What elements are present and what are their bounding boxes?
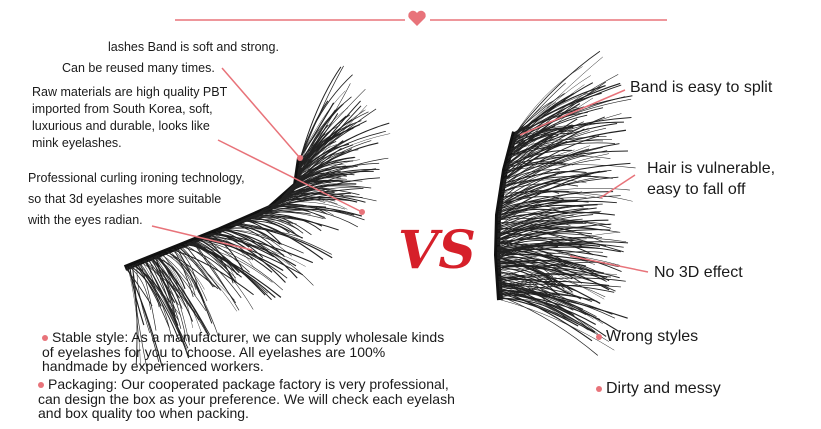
bullet-icon — [38, 382, 44, 389]
bullet-text: Stable style: As a manufacturer, we can … — [42, 329, 445, 374]
bullet-wrong-styles: Wrong styles — [596, 328, 698, 346]
bullet-dirty-messy: Dirty and messy — [596, 380, 721, 398]
bullet-text: Wrong styles — [606, 328, 699, 345]
pointer-lines — [151, 67, 649, 273]
vs-label: VS — [398, 220, 476, 281]
line: Raw materials are high quality PBT — [32, 85, 228, 99]
line: Hair is vulnerable, — [647, 160, 776, 177]
bullet-text: Dirty and messy — [606, 380, 721, 397]
bullet-text: Packaging: Our cooperated package factor… — [38, 376, 455, 421]
note-materials: Raw materials are high quality PBT impor… — [32, 84, 227, 152]
note-band-split: Band is easy to split — [630, 79, 773, 96]
line: imported from South Korea, soft, — [32, 102, 213, 116]
line: so that 3d eyelashes more suitable — [28, 192, 222, 206]
note-hair-vulnerable: Hair is vulnerable, easy to fall off — [647, 158, 775, 200]
line: easy to fall off — [647, 181, 746, 198]
heart-icon — [408, 10, 426, 26]
bullet-stable-style: Stable style: As a manufacturer, we can … — [42, 330, 452, 374]
note-reuse: Can be reused many times. — [62, 61, 215, 75]
bullet-icon — [42, 335, 48, 342]
line: luxurious and durable, looks like — [32, 119, 210, 133]
bullet-icon — [596, 333, 602, 340]
right-eyelash-image — [493, 50, 636, 356]
note-curling: Professional curling ironing technology,… — [28, 168, 245, 231]
note-no-3d: No 3D effect — [654, 264, 743, 281]
line: Professional curling ironing technology, — [28, 171, 245, 185]
line: mink eyelashes. — [32, 136, 122, 150]
bullet-icon — [596, 385, 602, 392]
note-band: lashes Band is soft and strong. — [108, 40, 279, 54]
line: with the eyes radian. — [28, 213, 143, 227]
left-eyelash-image — [123, 65, 391, 369]
bullet-packaging: Packaging: Our cooperated package factor… — [38, 377, 458, 421]
